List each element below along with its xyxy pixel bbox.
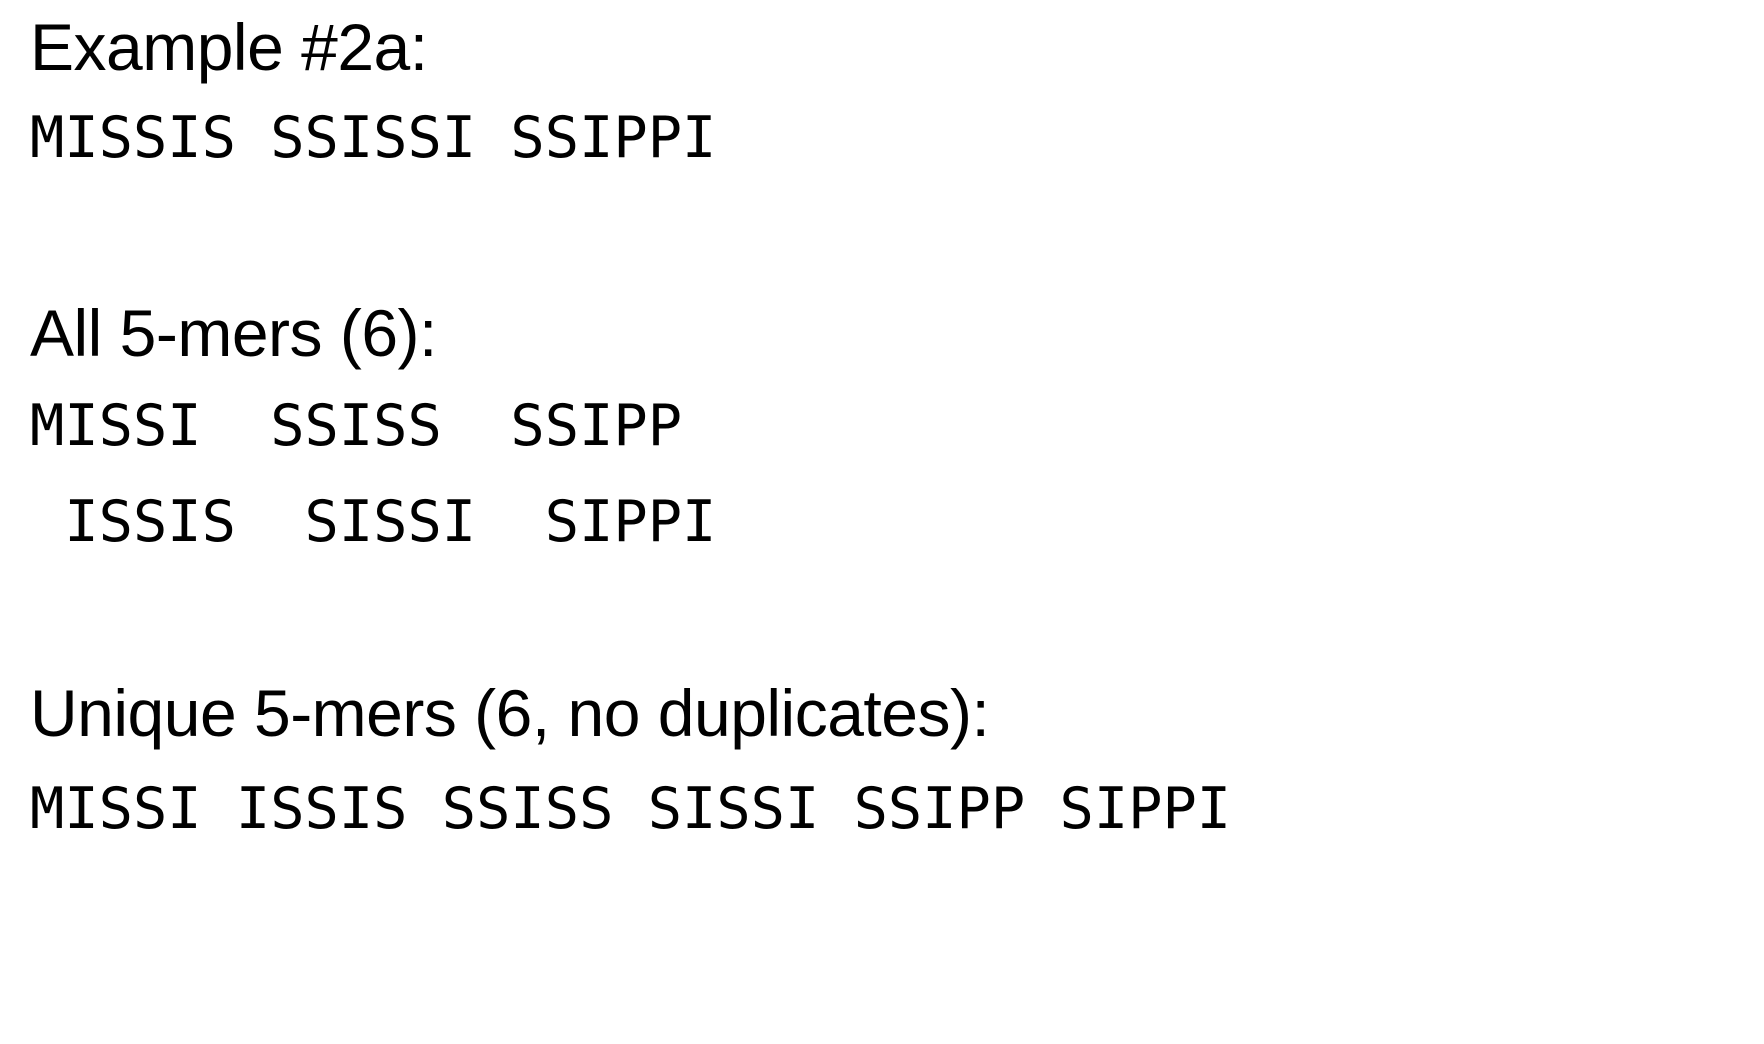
unique-kmers-heading: Unique 5-mers (6, no duplicates):	[30, 676, 990, 750]
all-kmers-row: ISSIS SISSI SIPPI	[30, 489, 717, 555]
all-kmers-row: MISSI SSISS SSIPP	[30, 393, 683, 459]
unique-kmers-row: MISSI ISSIS SSISS SISSI SSIPP SIPPI	[30, 776, 1232, 842]
page-title: Example #2a:	[30, 10, 428, 84]
all-kmers-heading: All 5-mers (6):	[30, 296, 437, 370]
source-sequence-text: MISSIS SSISSI SSIPPI	[30, 105, 717, 171]
